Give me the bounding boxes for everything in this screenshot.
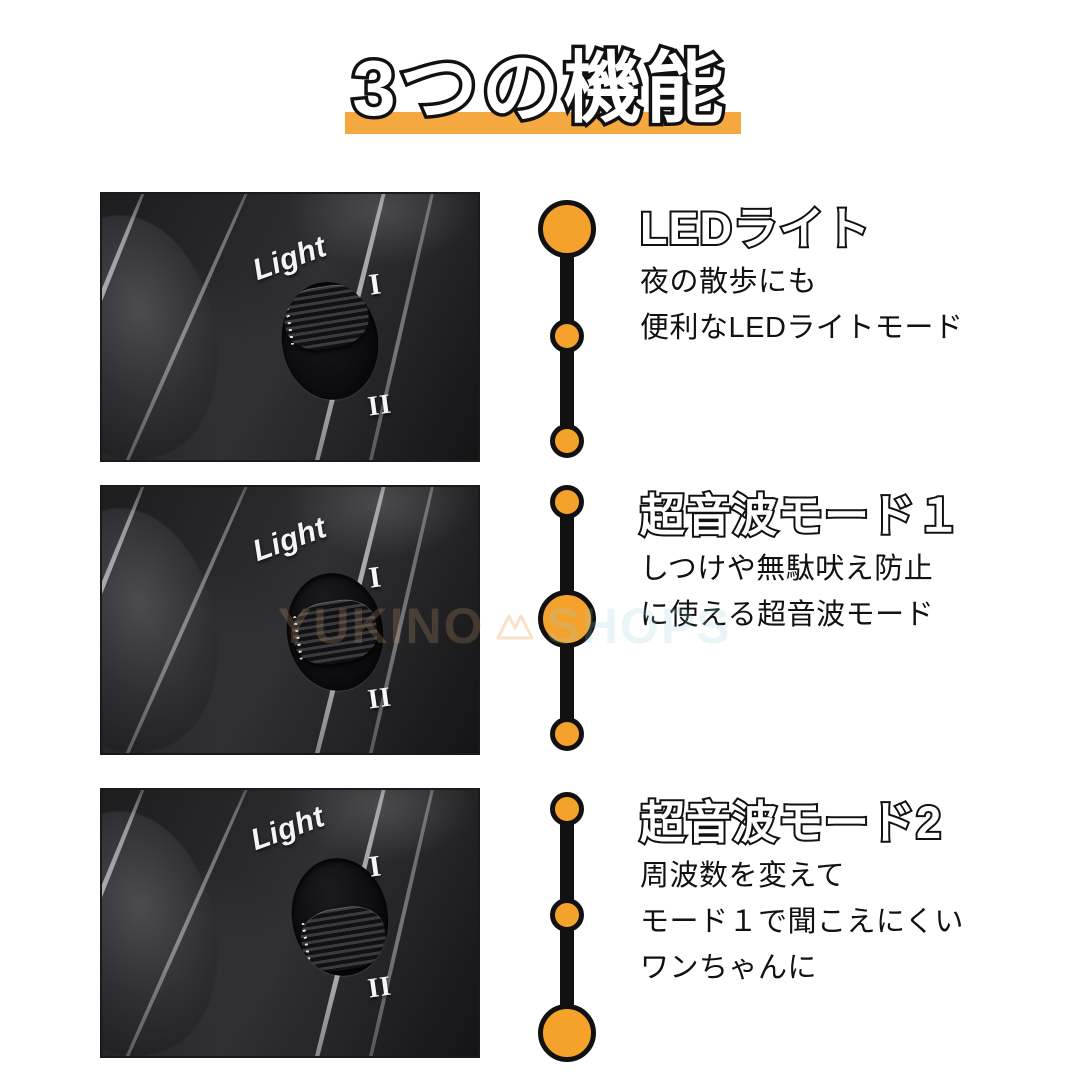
numeral-one-marker: I: [367, 560, 385, 595]
feature-row-3: Light I II 超音波モード2 周波数を変えて モード１で聞こえにくい ワ…: [0, 788, 1080, 1062]
timeline-dot: [550, 319, 584, 353]
slider-switch-thumb: [288, 594, 382, 670]
feature-text-1: LEDライト 夜の散歩にも 便利なLEDライトモード: [638, 201, 1060, 348]
light-label: Light: [248, 511, 331, 568]
page-title: 3つの機能: [349, 41, 728, 136]
numeral-two-marker: II: [366, 388, 394, 423]
feature-description-line: 便利なLEDライトモード: [640, 312, 964, 344]
feature-heading: 超音波モード１: [638, 488, 963, 543]
feature-row-2: Light I II 超音波モード１ しつけや無駄吠え防止 に使える超音波モード: [0, 485, 1080, 757]
timeline-dot-active: [538, 200, 596, 258]
photo-body: Light I II: [102, 790, 478, 1056]
feature-heading: LEDライト: [638, 201, 872, 256]
rib-highlight: [301, 922, 312, 967]
timeline-dot: [550, 792, 584, 826]
timeline-dot-active: [538, 590, 596, 648]
feature-description-line: に使える超音波モード: [640, 599, 935, 631]
feature-description-line: 夜の散歩にも: [640, 266, 818, 298]
feature-description-line: ワンちゃんに: [640, 952, 818, 984]
timeline-3: [527, 788, 607, 1062]
slider-switch-thumb: [297, 901, 390, 976]
rib-highlight: [284, 300, 295, 346]
numeral-one-marker: I: [367, 267, 385, 302]
photo-body: Light I II: [102, 194, 478, 460]
timeline-dot-active: [538, 1004, 596, 1062]
rib-highlight: [292, 615, 303, 661]
photo-body: Light I II: [102, 487, 478, 753]
numeral-two-marker: II: [366, 681, 394, 716]
numeral-two-marker: II: [366, 970, 394, 1005]
product-photo-2: Light I II: [100, 485, 480, 755]
feature-row-1: Light I II LEDライト 夜の散歩にも 便利なLEDライトモード: [0, 192, 1080, 464]
feature-description-line: モード１で聞こえにくい: [640, 906, 964, 938]
product-photo-3: Light I II: [100, 788, 480, 1058]
light-label: Light: [246, 800, 329, 857]
feature-heading: 超音波モード2: [638, 795, 943, 850]
slider-switch-thumb: [279, 280, 373, 355]
handle-grip: [102, 490, 242, 753]
timeline-dot: [550, 424, 584, 458]
timeline-1: [527, 192, 607, 464]
timeline-dot: [550, 485, 584, 519]
page-title-block: 3つの機能: [0, 38, 1080, 148]
feature-text-2: 超音波モード１ しつけや無駄吠え防止 に使える超音波モード: [638, 488, 1060, 635]
feature-description-line: しつけや無駄吠え防止: [640, 553, 934, 585]
feature-text-3: 超音波モード2 周波数を変えて モード１で聞こえにくい ワンちゃんに: [638, 795, 1060, 988]
timeline-dot: [550, 898, 584, 932]
timeline-dot: [550, 717, 584, 751]
timeline-2: [527, 485, 607, 757]
handle-grip: [102, 197, 242, 460]
light-label: Light: [248, 230, 331, 287]
product-photo-1: Light I II: [100, 192, 480, 462]
title-highlight-bar: [345, 112, 741, 134]
handle-grip: [102, 793, 242, 1056]
feature-description-line: 周波数を変えて: [640, 860, 846, 892]
